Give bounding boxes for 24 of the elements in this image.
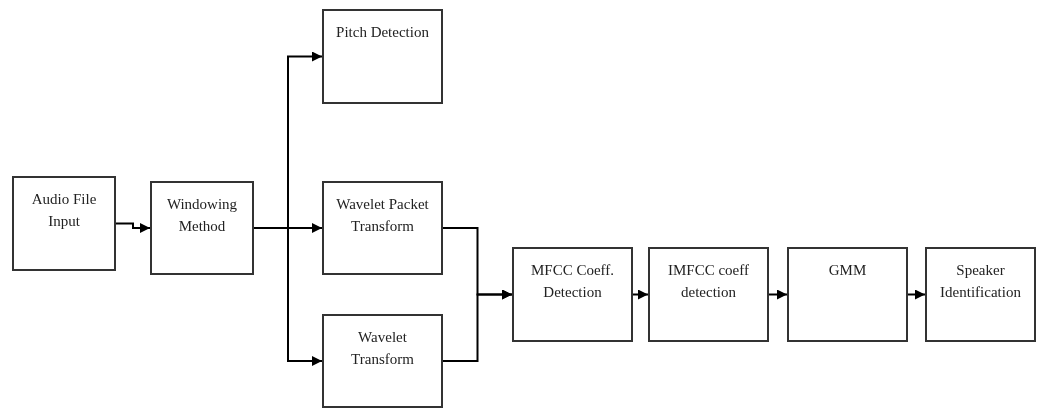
arrow [632, 289, 649, 300]
box-label: GMM [827, 261, 868, 280]
process-box [787, 247, 908, 342]
box-label: Speaker Identification [939, 261, 1022, 302]
box-label: Wavelet Packet Transform [335, 195, 430, 236]
process-box [322, 181, 443, 275]
arrow [907, 289, 926, 300]
box-label: Pitch Detection [335, 23, 430, 42]
arrow [768, 289, 788, 300]
box-label: Windowing Method [165, 195, 239, 236]
box-label: MFCC Coeff. Detection [529, 261, 616, 302]
process-box [322, 314, 443, 408]
arrow [115, 222, 151, 233]
box-label: IMFCC coeff detection [667, 261, 750, 302]
process-box [512, 247, 633, 342]
arrow [442, 289, 513, 362]
process-box [12, 176, 116, 271]
process-box [925, 247, 1036, 342]
process-box [648, 247, 769, 342]
arrow [253, 227, 323, 366]
process-box [150, 181, 254, 275]
process-box [322, 9, 443, 104]
box-label: Audio File Input [30, 190, 98, 231]
box-label: Wavelet Transform [350, 328, 415, 369]
